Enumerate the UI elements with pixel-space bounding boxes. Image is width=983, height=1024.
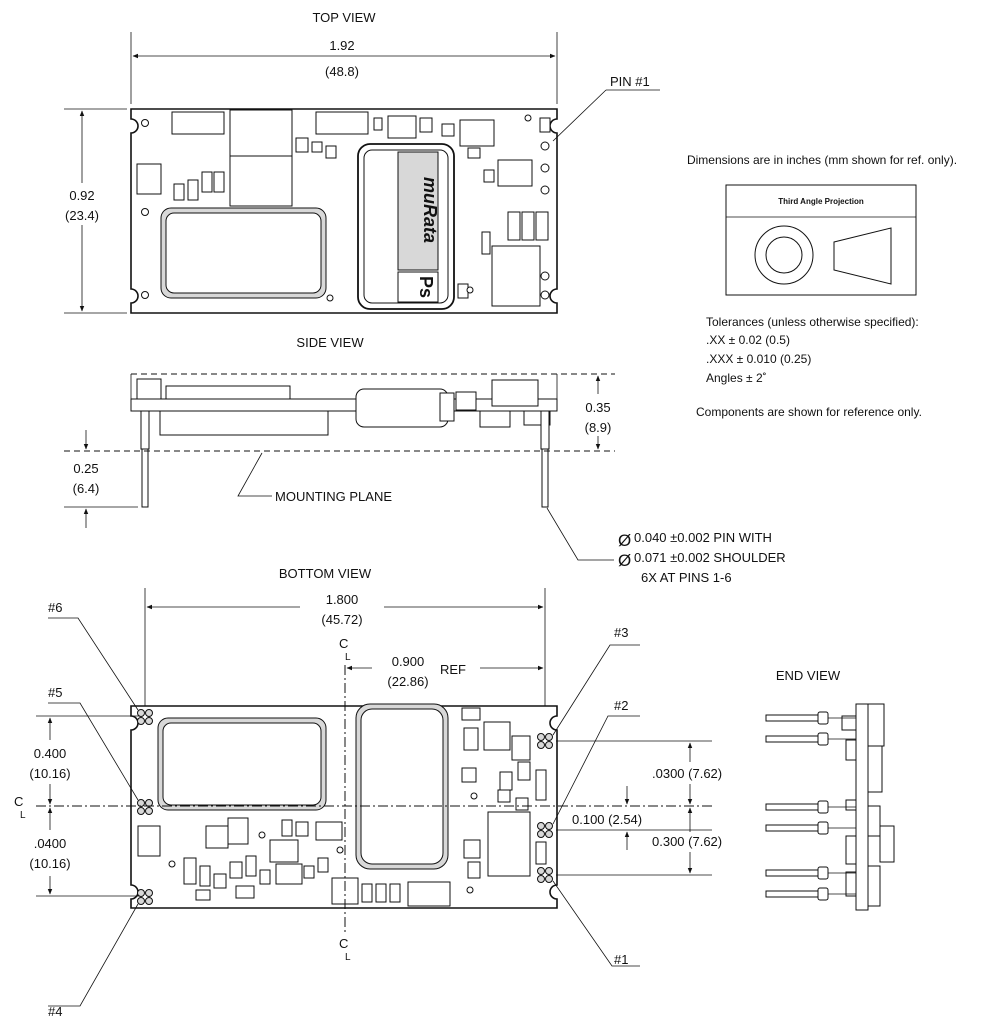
top-height-dim: 0.92 (69, 188, 94, 203)
tol-xx: .XX ± 0.02 (0.5) (706, 333, 790, 347)
pin-spec-diameter-1: Ø (618, 531, 631, 550)
pin4-label: #4 (48, 1004, 62, 1019)
pin-length-dim: 0.25 (73, 461, 98, 476)
top-width-dim: 1.92 (329, 38, 354, 53)
pin5-label: #5 (48, 685, 62, 700)
centerline-top-c: C (339, 636, 348, 651)
center-ref-dim: 0.900 (392, 654, 425, 669)
top-logo-mark: Ps (416, 276, 436, 298)
projection-circle-outer (754, 225, 814, 285)
pin1-label: #1 (614, 952, 628, 967)
center-ref-mm: (22.86) (387, 674, 428, 689)
centerline-left-l: L (20, 810, 26, 821)
top-width-mm: (48.8) (325, 64, 359, 79)
centerline-top-l: L (345, 652, 351, 663)
right-upper-dim: .0300 (7.62) (652, 766, 722, 781)
centerline-bottom-c: C (339, 936, 348, 951)
bottom-width-dim: 1.800 (326, 592, 359, 607)
pin-spacing-a-dim: 0.400 (34, 746, 67, 761)
projection-circle-inner (765, 236, 803, 274)
projection-box (725, 184, 917, 296)
pin2-label: #2 (614, 698, 628, 713)
projection-frustum (833, 227, 892, 285)
top-logo-brand: muRata (420, 177, 440, 243)
pin-spacing-b-mm: (10.16) (29, 856, 70, 871)
side-view-title: SIDE VIEW (296, 335, 364, 350)
projection-title: Third Angle Projection (778, 197, 864, 206)
pin6-label: #6 (48, 600, 62, 615)
pin-pad-1 (537, 867, 553, 883)
pin-spacing-a-mm: (10.16) (29, 766, 70, 781)
top-view: TOP VIEW 1.92 (48.8) 0.92 (23.4) (55, 10, 660, 314)
side-height-dim: 0.35 (585, 400, 610, 415)
tol-angles: Angles ± 2˚ (706, 371, 767, 385)
centerline-left-c: C (14, 794, 23, 809)
note-components: Components are shown for reference only. (696, 405, 922, 419)
pin3-label: #3 (614, 625, 628, 640)
center-ref-label: REF (440, 662, 466, 677)
side-view: SIDE VIEW 0.35 (8.9) 0.25 (6.4) (64, 335, 786, 585)
mounting-plane-label: MOUNTING PLANE (275, 489, 392, 504)
pin-spec-line-3: 6X AT PINS 1-6 (641, 570, 732, 585)
bottom-view: BOTTOM VIEW 1.800 (45.72) 0.900 (22.86) … (14, 566, 766, 1019)
pin-pad-5 (137, 799, 153, 815)
pin-pad-3 (537, 733, 553, 749)
pin1-top-label: PIN #1 (610, 74, 650, 89)
pin-spec-line-1: 0.040 ±0.002 PIN WITH (634, 530, 772, 545)
centerline-bottom-l: L (345, 952, 351, 963)
end-view: END VIEW (765, 668, 895, 911)
pin-length-mm: (6.4) (73, 481, 100, 496)
note-dimensions: Dimensions are in inches (mm shown for r… (687, 153, 957, 167)
bottom-width-mm: (45.72) (321, 612, 362, 627)
tol-xxx: .XXX ± 0.010 (0.25) (706, 352, 811, 366)
pin-pad-2 (537, 822, 553, 838)
right-mid-dim: 0.100 (2.54) (572, 812, 642, 827)
top-view-title: TOP VIEW (312, 10, 376, 25)
pin-pad-6 (137, 709, 153, 725)
tol-header: Tolerances (unless otherwise specified): (706, 315, 919, 329)
right-lower-dim: 0.300 (7.62) (652, 834, 722, 849)
end-pins (765, 711, 856, 901)
notes-panel: Dimensions are in inches (mm shown for r… (687, 153, 957, 419)
pin-spec-line-2: 0.071 ±0.002 SHOULDER (634, 550, 786, 565)
side-height-mm: (8.9) (585, 420, 612, 435)
pin-spec-diameter-2: Ø (618, 551, 631, 570)
end-view-title: END VIEW (776, 668, 841, 683)
bottom-view-title: BOTTOM VIEW (279, 566, 372, 581)
top-height-mm: (23.4) (65, 208, 99, 223)
pin-pad-4 (137, 889, 153, 905)
pin-spacing-b-dim: .0400 (34, 836, 67, 851)
